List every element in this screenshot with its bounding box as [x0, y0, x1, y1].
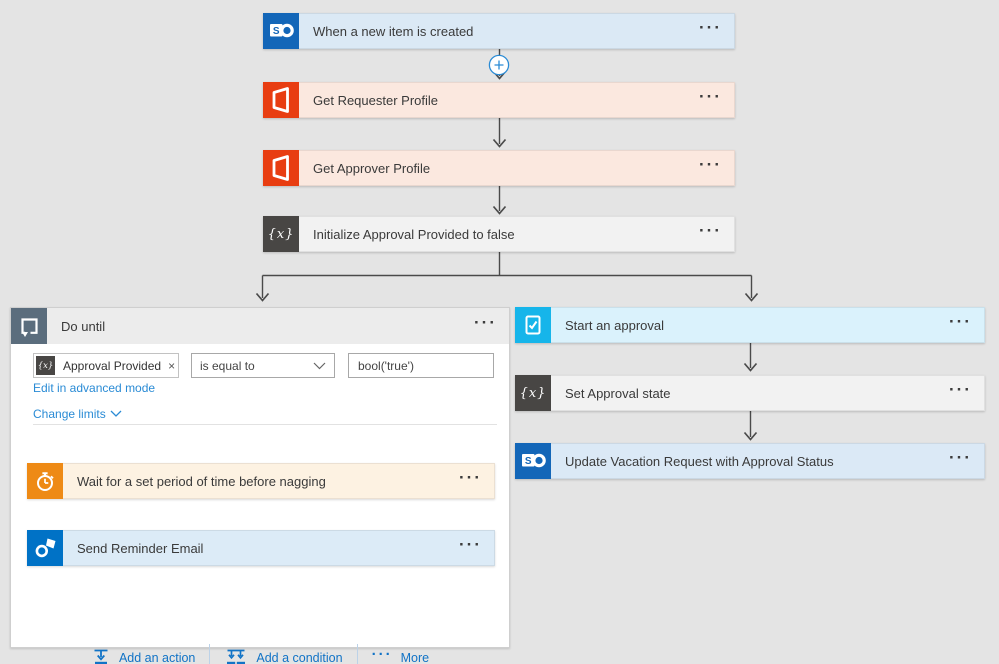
outlook-icon [27, 530, 63, 566]
card-menu-button[interactable]: ··· [459, 468, 482, 487]
card-label: Set Approval state [565, 385, 671, 401]
add-action-icon [94, 649, 108, 664]
timer-icon [27, 463, 63, 499]
wait-delay-card[interactable]: Wait for a set period of time before nag… [27, 463, 495, 499]
section-divider [33, 424, 497, 425]
condition-value-input[interactable] [348, 353, 494, 378]
operator-value: is equal to [200, 358, 255, 373]
footer-divider [209, 644, 211, 664]
condition-operator-dropdown[interactable]: is equal to [191, 353, 335, 378]
sharepoint-icon: S [515, 443, 551, 479]
add-condition-icon [227, 649, 246, 664]
initialize-variable-card[interactable]: {x} Initialize Approval Provided to fals… [263, 216, 735, 252]
fx-variable-icon: {x} [515, 375, 551, 411]
send-reminder-email-card[interactable]: Send Reminder Email ··· [27, 530, 495, 566]
card-label: Update Vacation Request with Approval St… [565, 453, 834, 469]
card-label: Get Approver Profile [313, 160, 431, 176]
insert-step-button[interactable] [488, 54, 510, 76]
condition-token-field[interactable]: {x} Approval Provided × [33, 353, 179, 378]
card-label: Start an approval [565, 317, 665, 333]
token-label: Approval Provided [63, 358, 162, 373]
card-menu-button[interactable]: ··· [699, 221, 722, 240]
svg-text:S: S [525, 456, 532, 467]
svg-text:S: S [273, 26, 280, 37]
card-menu-button[interactable]: ··· [699, 87, 722, 106]
card-menu-button[interactable]: ··· [949, 380, 972, 399]
start-approval-card[interactable]: Start an approval ··· [515, 307, 985, 343]
set-approval-state-card[interactable]: {x} Set Approval state ··· [515, 375, 985, 411]
add-action-button[interactable]: Add an action [77, 642, 209, 664]
loop-icon [11, 308, 47, 344]
card-menu-button[interactable]: ··· [459, 535, 482, 554]
office-icon [263, 150, 299, 186]
update-vacation-request-card[interactable]: S Update Vacation Request with Approval … [515, 443, 985, 479]
card-menu-button[interactable]: ··· [949, 448, 972, 467]
approvals-check-icon [515, 307, 551, 343]
card-label: When a new item is created [313, 23, 474, 39]
get-approver-profile-card[interactable]: Get Approver Profile ··· [263, 150, 735, 186]
token-remove-button[interactable]: × [168, 358, 176, 373]
footer-divider [356, 644, 358, 664]
fx-token-icon: {x} [36, 356, 55, 375]
do-until-footer: Add an action Add a condition ··· More [11, 642, 509, 664]
chevron-down-icon [313, 362, 326, 369]
card-menu-button[interactable]: ··· [699, 155, 722, 174]
chevron-down-icon [110, 410, 122, 417]
card-menu-button[interactable]: ··· [474, 313, 497, 332]
get-requester-profile-card[interactable]: Get Requester Profile ··· [263, 82, 735, 118]
card-label: Get Requester Profile [313, 92, 439, 108]
office-icon [263, 82, 299, 118]
sharepoint-icon: S [263, 13, 299, 49]
add-condition-button[interactable]: Add a condition [210, 642, 356, 664]
fx-variable-icon: {x} [263, 216, 299, 252]
do-until-scope: Do until ··· {x} Approval Provided × is … [10, 307, 510, 664]
scope-title: Do until [61, 318, 106, 334]
more-dots-icon: ··· [371, 646, 393, 663]
do-until-header[interactable]: Do until ··· [11, 308, 509, 344]
card-menu-button[interactable]: ··· [699, 18, 722, 37]
trigger-card[interactable]: S When a new item is created ··· [263, 13, 735, 49]
card-label: Send Reminder Email [77, 540, 204, 556]
plus-icon [488, 54, 510, 76]
card-label: Wait for a set period of time before nag… [77, 473, 326, 489]
card-menu-button[interactable]: ··· [949, 312, 972, 331]
card-label: Initialize Approval Provided to false [313, 226, 515, 242]
more-button[interactable]: ··· More [371, 646, 430, 664]
change-limits-link[interactable]: Change limits [33, 407, 122, 421]
edit-advanced-mode-link[interactable]: Edit in advanced mode [33, 381, 156, 395]
